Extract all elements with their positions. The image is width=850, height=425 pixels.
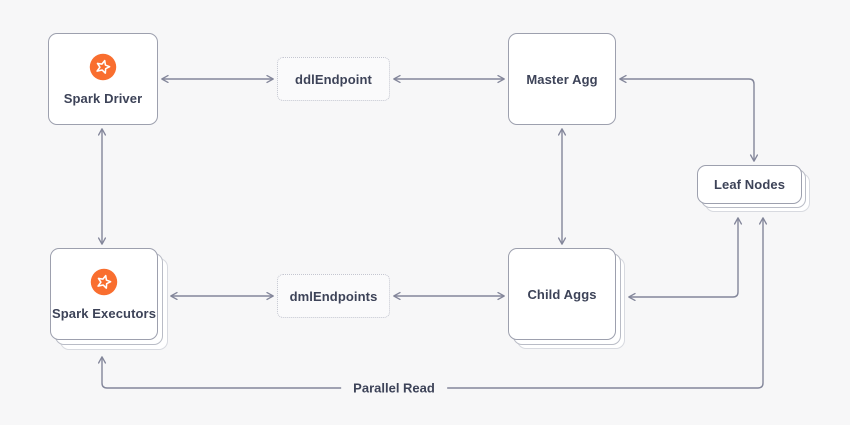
- node-dml-endpoints: dmlEndpoints: [277, 274, 390, 318]
- node-spark-driver: Spark Driver: [48, 33, 158, 125]
- node-child-aggs: Child Aggs: [508, 248, 625, 349]
- node-ddl-endpoint: ddlEndpoint: [277, 57, 390, 101]
- singlestore-star-icon: [89, 53, 117, 80]
- parallel-read-label: Parallel Read: [341, 380, 447, 396]
- spark-executors-card: Spark Executors: [50, 248, 158, 340]
- child-aggs-label: Child Aggs: [527, 286, 597, 302]
- dml-endpoints-label: dmlEndpoints: [289, 288, 378, 304]
- node-leaf-nodes: Leaf Nodes: [697, 165, 810, 212]
- singlestore-star-icon: [90, 268, 118, 295]
- node-spark-executors: Spark Executors: [50, 248, 168, 350]
- leaf-nodes-card: Leaf Nodes: [697, 165, 802, 204]
- node-master-agg: Master Agg: [508, 33, 616, 125]
- connector-master-agg-leaf-nodes: [620, 79, 754, 161]
- connector-parallel-read: [102, 218, 763, 389]
- master-agg-label: Master Agg: [526, 71, 598, 87]
- spark-driver-label: Spark Driver: [63, 90, 143, 106]
- child-aggs-card: Child Aggs: [508, 248, 616, 340]
- spark-executors-label: Spark Executors: [51, 305, 157, 321]
- ddl-endpoint-label: ddlEndpoint: [295, 71, 372, 87]
- connector-child-aggs-leaf-nodes: [629, 218, 738, 297]
- leaf-nodes-label: Leaf Nodes: [713, 177, 786, 192]
